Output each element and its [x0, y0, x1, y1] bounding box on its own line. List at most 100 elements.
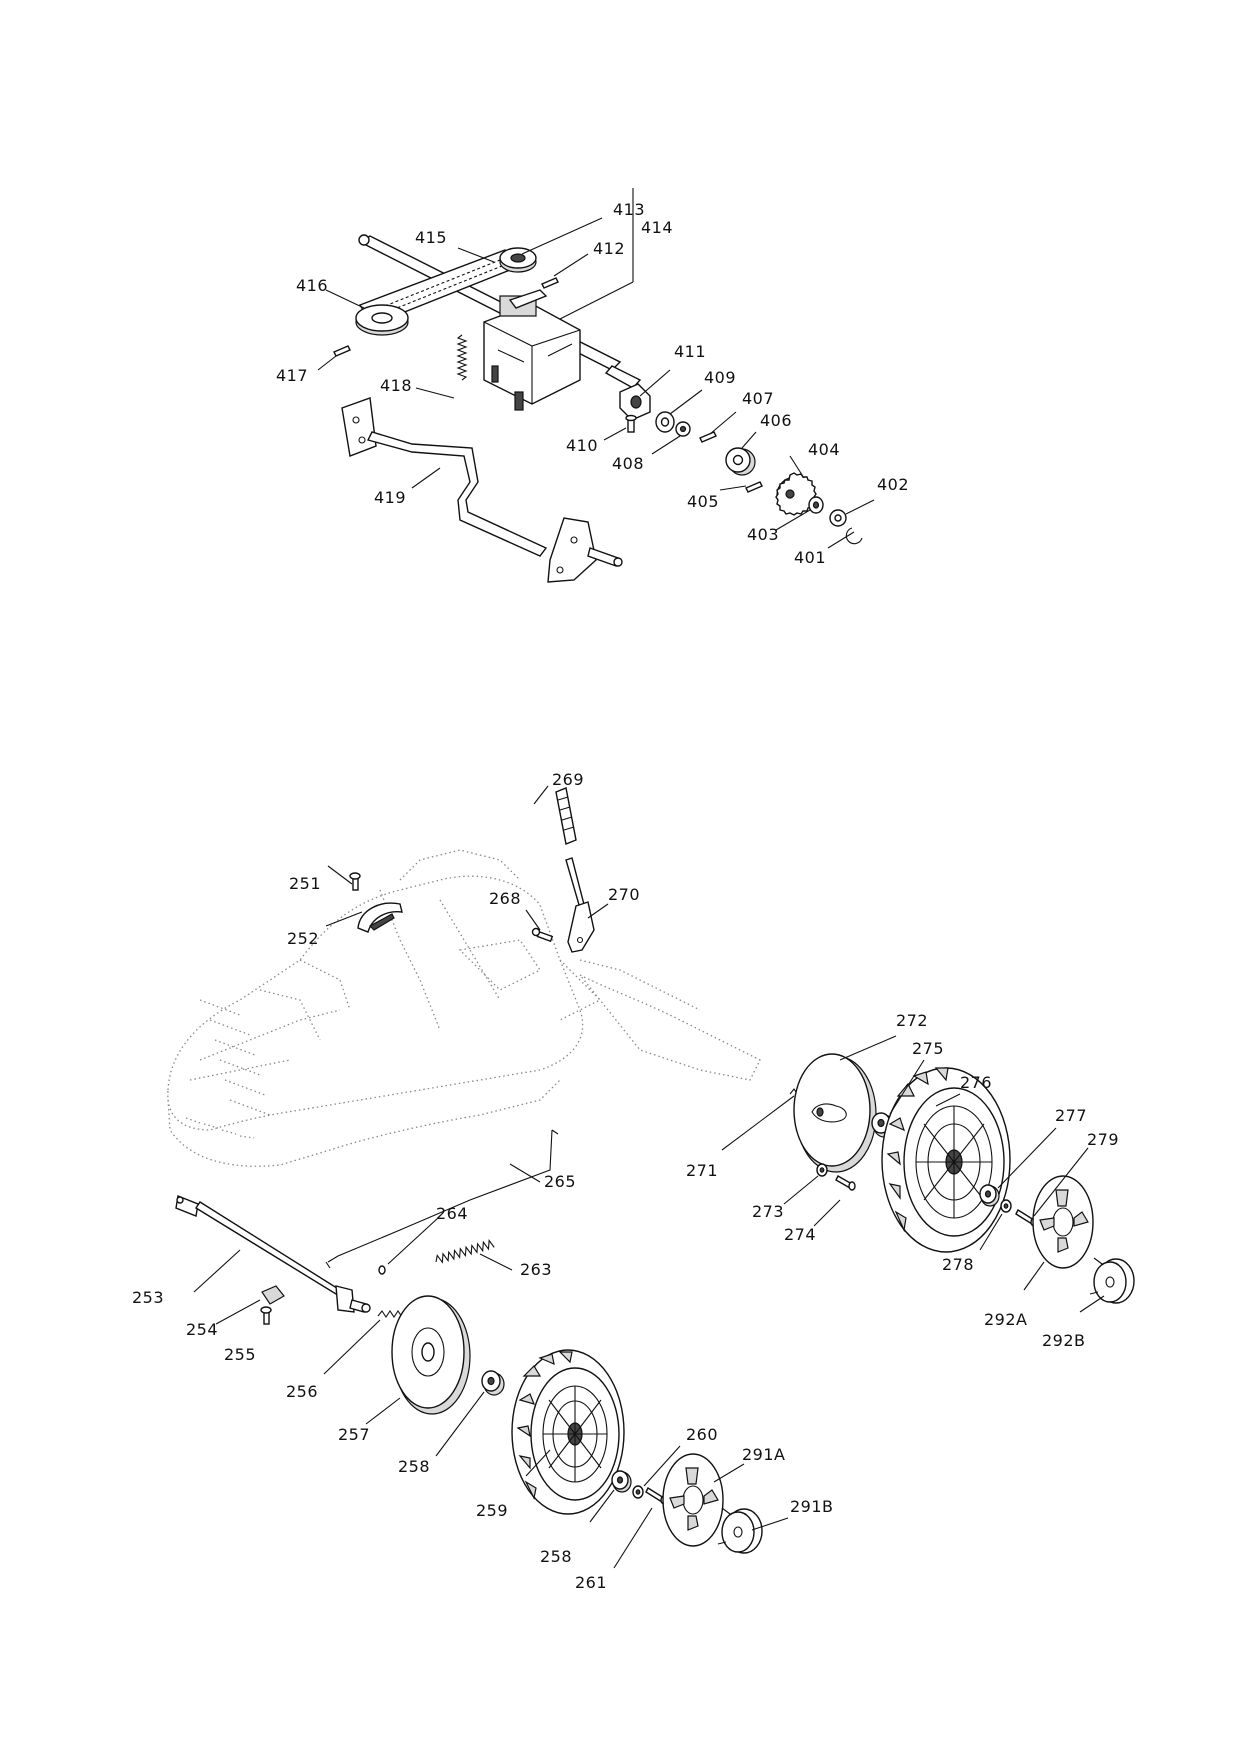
label-418: 418 — [380, 376, 412, 395]
label-258: 258 — [398, 1457, 430, 1476]
center-cap-291B — [717, 1507, 763, 1554]
gearbox — [483, 289, 581, 411]
key-407 — [699, 431, 717, 443]
lever-grip — [555, 787, 577, 845]
label-406: 406 — [760, 411, 792, 430]
label-263: 263 — [520, 1260, 552, 1279]
hubcap-292A — [1032, 1175, 1094, 1269]
label-414: 414 — [641, 218, 673, 237]
bushing-277 — [979, 1184, 1000, 1207]
part-number-labels: 413 414 415 412 416 417 418 411 409 407 … — [132, 200, 1119, 1592]
bushing-258-upper — [481, 1370, 505, 1396]
screw-410 — [625, 414, 637, 433]
label-264: 264 — [436, 1204, 468, 1223]
label-259: 259 — [476, 1501, 508, 1520]
pinion-gear-404 — [775, 472, 817, 516]
bushing-411 — [619, 383, 651, 421]
leader-414 — [557, 281, 634, 321]
rear-axle-frame — [341, 397, 623, 583]
washer-273 — [816, 1163, 828, 1177]
label-410: 410 — [566, 436, 598, 455]
height-lever — [565, 857, 595, 953]
label-269: 269 — [552, 770, 584, 789]
screw-255 — [260, 1306, 272, 1325]
label-275: 275 — [912, 1039, 944, 1058]
label-416: 416 — [296, 276, 328, 295]
label-270: 270 — [608, 885, 640, 904]
label-291b: 291B — [790, 1497, 834, 1516]
bushing-258-lower — [611, 1470, 632, 1493]
center-cap-292B — [1089, 1257, 1135, 1304]
disc-257 — [391, 1295, 471, 1415]
label-291a: 291A — [742, 1445, 785, 1464]
label-412: 412 — [593, 239, 625, 258]
front-axle-rod — [175, 1195, 371, 1313]
label-271: 271 — [686, 1161, 718, 1180]
pin-417 — [333, 345, 351, 357]
label-260: 260 — [686, 1425, 718, 1444]
clip-264 — [378, 1265, 386, 1275]
label-265: 265 — [544, 1172, 576, 1191]
label-279: 279 — [1087, 1130, 1119, 1149]
key-405 — [745, 481, 763, 493]
lower-wheel-assembly — [167, 785, 1135, 1569]
label-417: 417 — [276, 366, 308, 385]
upper-leaders — [317, 217, 875, 549]
spring-418 — [456, 334, 468, 381]
label-407: 407 — [742, 389, 774, 408]
label-257: 257 — [338, 1425, 370, 1444]
label-278: 278 — [942, 1255, 974, 1274]
screw-268 — [531, 927, 554, 943]
label-255: 255 — [224, 1345, 256, 1364]
washer-278 — [1000, 1199, 1012, 1213]
front-wheel-259 — [511, 1349, 625, 1515]
label-409: 409 — [704, 368, 736, 387]
label-292a: 292A — [984, 1310, 1027, 1329]
bracket-254 — [261, 1285, 285, 1305]
label-256: 256 — [286, 1382, 318, 1401]
lower-leaders — [193, 785, 1105, 1569]
large-pulley — [355, 304, 409, 336]
label-268: 268 — [489, 889, 521, 908]
label-251: 251 — [289, 874, 321, 893]
label-408: 408 — [612, 454, 644, 473]
cable-265 — [325, 1129, 559, 1269]
label-273: 273 — [752, 1202, 784, 1221]
label-258-lower: 258 — [540, 1547, 572, 1566]
pin-412 — [541, 277, 559, 289]
label-274: 274 — [784, 1225, 816, 1244]
bushing-406 — [725, 447, 756, 476]
label-405: 405 — [687, 492, 719, 511]
rear-wheel-276 — [881, 1067, 1011, 1253]
washer-403 — [808, 496, 824, 514]
label-415: 415 — [415, 228, 447, 247]
small-pulley — [499, 247, 537, 273]
label-403: 403 — [747, 525, 779, 544]
disc-272 — [793, 1053, 877, 1173]
hubcap-291A — [662, 1453, 724, 1547]
label-419: 419 — [374, 488, 406, 507]
label-272: 272 — [896, 1011, 928, 1030]
label-261: 261 — [575, 1573, 607, 1592]
label-254: 254 — [186, 1320, 218, 1339]
label-253: 253 — [132, 1288, 164, 1307]
label-402: 402 — [877, 475, 909, 494]
label-292b: 292B — [1042, 1331, 1086, 1350]
washer-408 — [675, 421, 691, 437]
label-413: 413 — [613, 200, 645, 219]
washer-409 — [655, 411, 675, 433]
mower-deck-outline — [167, 849, 761, 1167]
clip-252 — [357, 902, 403, 933]
screw-274 — [835, 1175, 856, 1191]
upper-drive-assembly — [317, 188, 875, 583]
label-411: 411 — [674, 342, 706, 361]
label-252: 252 — [287, 929, 319, 948]
label-401: 401 — [794, 548, 826, 567]
label-276: 276 — [960, 1073, 992, 1092]
label-277: 277 — [1055, 1106, 1087, 1125]
washer-260 — [632, 1485, 644, 1499]
spring-263 — [435, 1239, 495, 1264]
washer-402 — [829, 509, 847, 527]
